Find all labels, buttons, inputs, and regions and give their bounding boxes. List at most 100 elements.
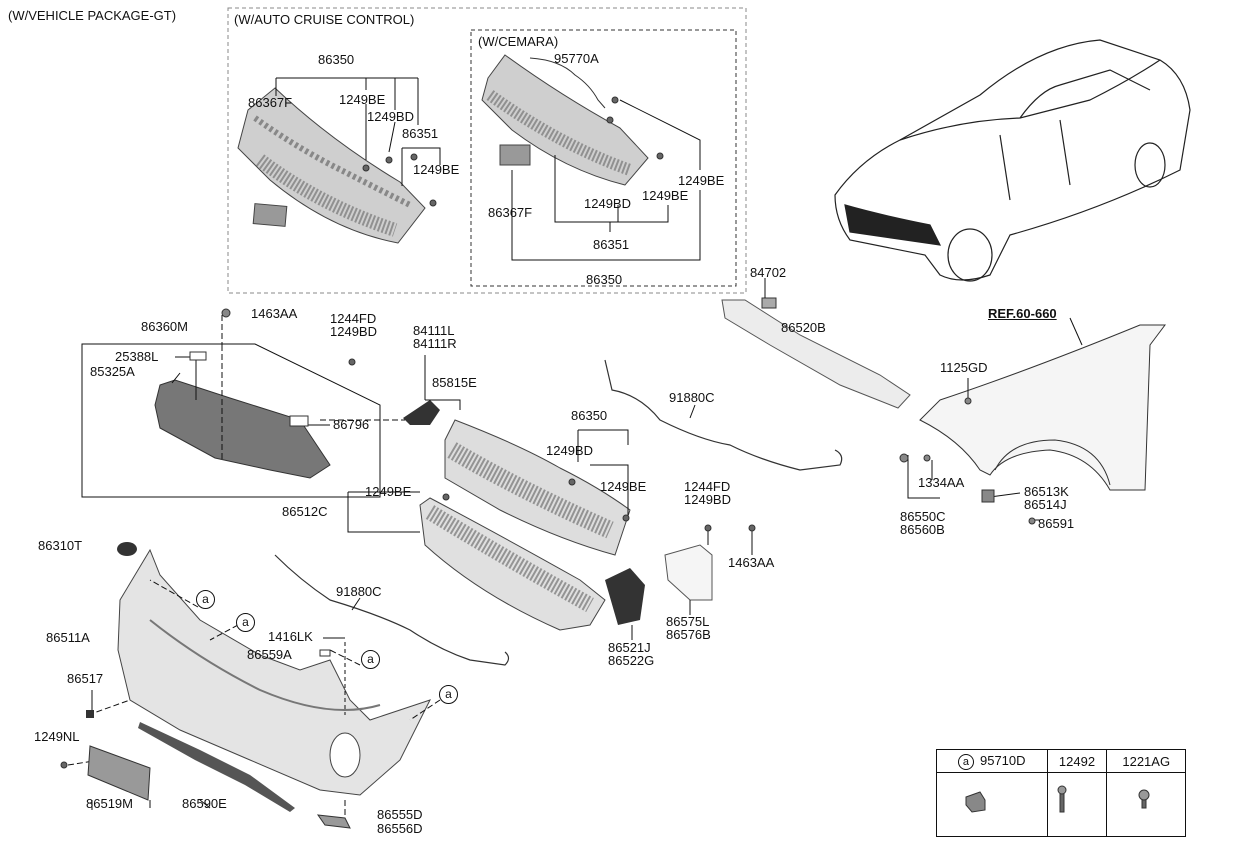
part-label: 91880C	[669, 390, 715, 405]
part-label: 1249BD	[330, 324, 377, 339]
legend-code: 1221AG	[1122, 753, 1171, 769]
part-label: 1249BE	[678, 173, 725, 188]
bolt-1249BD-a	[348, 358, 356, 366]
part-label: 86350	[586, 272, 623, 287]
part-label: 86520B	[781, 320, 826, 335]
part-label: 86350	[571, 408, 608, 423]
legend-icon-sensor	[936, 772, 1048, 837]
legend-icon-screw-2	[1106, 772, 1186, 837]
legend-col-1: a 95710D	[936, 749, 1048, 773]
part-label: 84111R	[413, 336, 457, 351]
part-label: 1249NL	[34, 729, 80, 744]
acc-bolts	[362, 153, 437, 207]
part-label: 86513K	[1024, 484, 1069, 499]
emblem-86310T	[117, 542, 137, 556]
wire-harness-lower	[274, 554, 510, 666]
part-label: 1249BD	[546, 443, 593, 458]
leader-91880c-b	[351, 597, 361, 611]
part-label: 25388L	[115, 349, 159, 364]
mid-grille-leaders	[347, 429, 629, 533]
part-label: 86590E	[182, 796, 227, 811]
fender	[919, 324, 1166, 491]
part-label: 1249BD	[584, 196, 631, 211]
part-label: 1249BE	[600, 479, 647, 494]
clip-1463AA-top	[221, 308, 231, 318]
bumper-dash-leaders	[67, 579, 441, 815]
bolt-1249NL	[60, 761, 68, 769]
part-label: 84111L	[413, 323, 455, 338]
lower-grille	[419, 497, 606, 631]
ref-label: REF.60-660	[988, 306, 1057, 321]
header-vehicle-package: (W/VEHICLE PACKAGE-GT)	[8, 8, 177, 23]
part-label: 86550C	[900, 509, 946, 524]
part-label: 86556D	[377, 821, 423, 836]
part-label: 86351	[402, 126, 439, 141]
part-label: 1125GD	[940, 360, 988, 375]
cemara-group-box	[470, 29, 737, 287]
front-bumper	[117, 548, 431, 796]
part-label: 86519M	[86, 796, 133, 811]
clip-86517	[86, 710, 94, 718]
part-label: 86514J	[1024, 497, 1067, 512]
energy-absorber	[721, 299, 911, 409]
part-label: 86576B	[666, 627, 711, 642]
part-label: 85325A	[90, 364, 135, 379]
auto-cruise-group-box	[227, 7, 747, 294]
fender-leaders	[907, 317, 1083, 521]
part-label: 1244FD	[684, 479, 731, 494]
plate-bracket	[87, 745, 151, 801]
legend-table: a 95710D 12492 1221AG	[936, 749, 1186, 837]
part-label: 1249BD	[367, 109, 414, 124]
cemara-grille	[481, 54, 649, 186]
part-label: 1416LK	[268, 629, 313, 644]
part-label: 1249BD	[684, 492, 731, 507]
bracket-84702	[761, 297, 777, 309]
legend-code: 12492	[1058, 753, 1096, 769]
label-86796-part	[289, 415, 309, 427]
part-label: 86310T	[38, 538, 83, 553]
fog-cover	[605, 568, 645, 625]
part-label: 86522G	[608, 653, 655, 668]
air-duct	[403, 400, 440, 425]
cemara-leaders	[511, 99, 701, 261]
camera-wire	[529, 57, 606, 109]
bolt-1249BD-b	[704, 524, 712, 532]
label-25388L-part	[189, 351, 207, 361]
part-label: 86517	[67, 671, 104, 686]
legend-col-3: 1221AG	[1106, 749, 1186, 773]
part-label: 86796	[333, 417, 370, 432]
part-label: 1463AA	[251, 306, 298, 321]
legend-marker: a	[957, 753, 974, 770]
part-86555D	[316, 814, 351, 829]
legend-icon-screw	[1046, 772, 1108, 837]
part-label: 86521J	[608, 640, 651, 655]
ref-marker-a: a	[196, 590, 215, 609]
shroud	[154, 379, 331, 479]
part-label: 86360M	[141, 319, 188, 334]
part-label: 86575L	[666, 614, 710, 629]
header-cemara: (W/CEMARA)	[478, 34, 559, 49]
legend-col-2: 12492	[1046, 749, 1108, 773]
acc-grille	[237, 87, 426, 244]
part-label: 86591	[1038, 516, 1075, 531]
fender-clips	[899, 397, 1036, 525]
legend-code: 95710D	[979, 752, 1026, 768]
part-label: 86367F	[488, 205, 533, 220]
part-label: 84702	[750, 265, 787, 280]
duct-leader	[424, 355, 461, 410]
lower-strip	[138, 722, 295, 812]
part-label: 86512C	[282, 504, 328, 519]
wire-harness-upper	[604, 359, 843, 471]
shroud-frame	[81, 343, 381, 498]
part-label: 1249BE	[339, 92, 386, 107]
shroud-leaders	[171, 315, 330, 460]
part-label: 1334AA	[918, 475, 965, 490]
part-label: 1249BE	[413, 162, 460, 177]
car-illustration	[834, 39, 1191, 282]
part-label: 86559A	[247, 647, 292, 662]
header-auto-cruise: (W/AUTO CRUISE CONTROL)	[234, 12, 415, 27]
mid-grille	[444, 419, 631, 556]
part-86559A	[319, 649, 331, 657]
part-label: 91880C	[336, 584, 382, 599]
